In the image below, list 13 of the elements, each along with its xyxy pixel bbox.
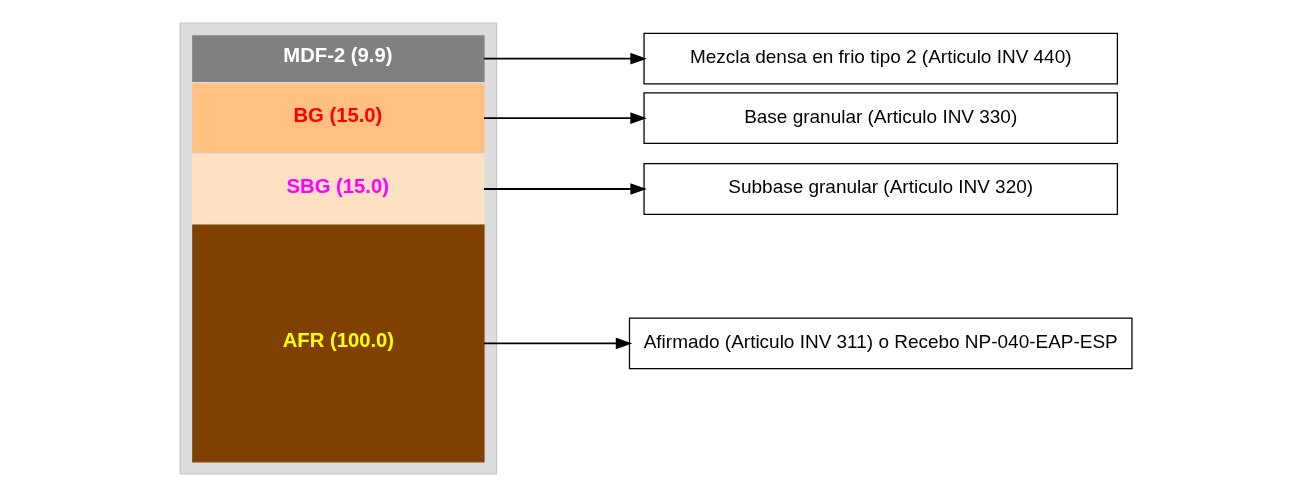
node-box: Afirmado (Articulo INV 311) o Recebo NP-040-EAP-ESP — [628, 317, 1133, 370]
node-box: Base granular (Articulo INV 330) — [643, 92, 1118, 145]
node-box: Subbase granular (Articulo INV 320) — [643, 163, 1118, 215]
arrow — [483, 183, 647, 195]
node-box: Mezcla densa en frio tipo 2 (Articulo INV 440) — [643, 32, 1118, 85]
arrow — [483, 112, 647, 124]
arrow — [483, 52, 647, 65]
arrow — [483, 337, 633, 350]
cluster — [179, 22, 498, 475]
node-box: AFR (100.0) — [192, 224, 485, 463]
node-box: MDF-2 (9.9) — [192, 35, 485, 83]
node-box: SBG (15.0) — [192, 154, 485, 224]
node-box: BG (15.0) — [192, 83, 485, 153]
